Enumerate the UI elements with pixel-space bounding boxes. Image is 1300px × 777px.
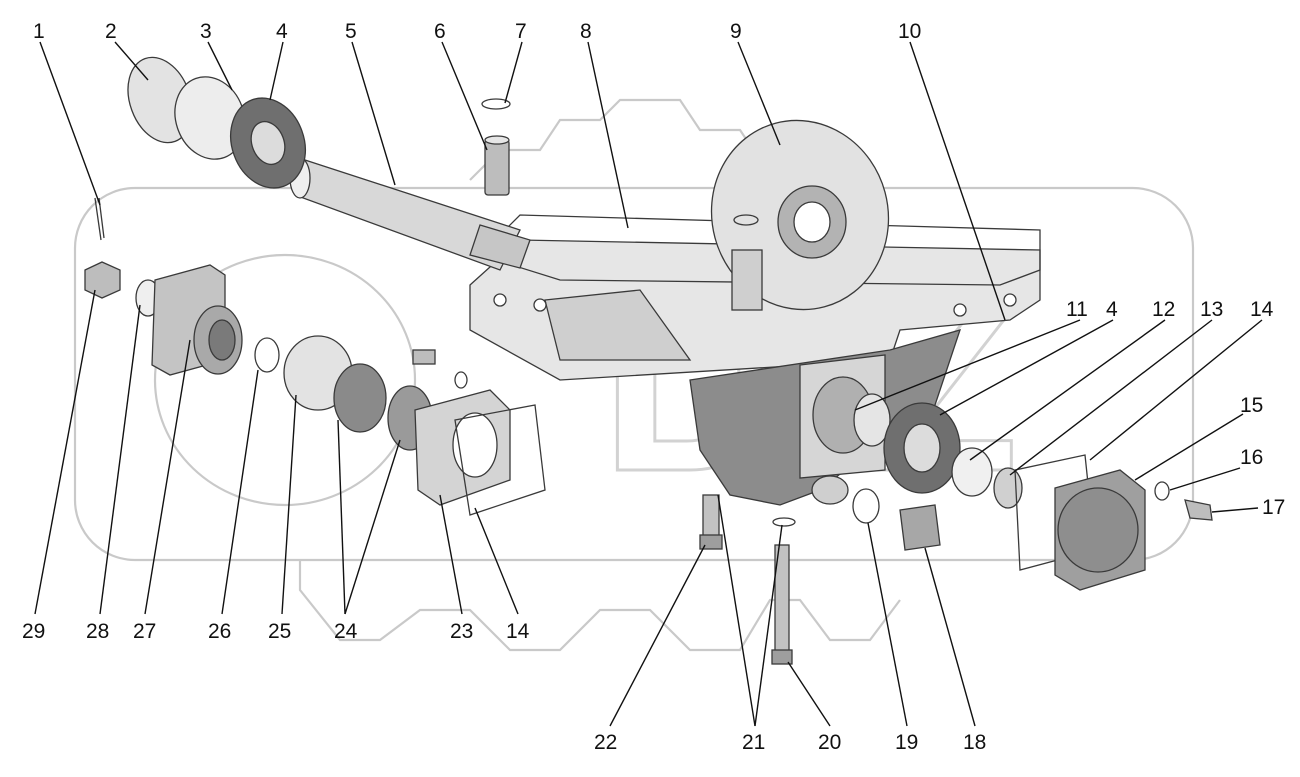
spacer-12 — [951, 447, 993, 497]
bolt-17 — [1184, 499, 1213, 521]
o-ring-26 — [254, 337, 280, 373]
bearing-cover — [710, 119, 890, 311]
roller-bearing-right — [883, 402, 961, 494]
pin — [484, 135, 510, 196]
callout-8: 8 — [580, 20, 592, 43]
drive-flange — [151, 264, 243, 376]
callout-14-top: 14 — [1250, 298, 1274, 321]
splined-shaft — [289, 157, 531, 271]
callout-12: 12 — [1152, 298, 1175, 321]
callout-7: 7 — [515, 20, 527, 43]
roller-bearing-top — [230, 97, 306, 189]
callout-26: 26 — [208, 620, 231, 643]
callout-20: 20 — [818, 731, 841, 754]
gearbox-housing — [469, 239, 1041, 506]
callout-5: 5 — [345, 20, 357, 43]
callout-27: 27 — [133, 620, 156, 643]
callout-labels: 1 2 3 4 5 6 7 8 9 10 11 4 12 13 14 15 16… — [22, 20, 1285, 754]
callout-16: 16 — [1240, 446, 1263, 469]
callout-19: 19 — [895, 731, 918, 754]
callout-25: 25 — [268, 620, 291, 643]
callout-4-right: 4 — [1106, 298, 1118, 321]
washer-21 — [772, 517, 796, 527]
o-ring-small — [481, 98, 511, 110]
callout-23: 23 — [450, 620, 473, 643]
callout-10: 10 — [898, 20, 921, 43]
callout-1: 1 — [33, 20, 45, 43]
callout-24: 24 — [334, 620, 358, 643]
bolt-22 — [702, 494, 720, 541]
long-bolt-20-head — [771, 649, 793, 665]
callout-4-top: 4 — [276, 20, 288, 43]
seal-24a — [333, 363, 387, 433]
small-bolt — [412, 349, 436, 365]
gasket — [478, 214, 1041, 286]
leader-lines — [34, 41, 1263, 727]
callout-14-bottom: 14 — [506, 620, 530, 643]
callout-2: 2 — [105, 20, 117, 43]
callout-15: 15 — [1240, 394, 1263, 417]
small-ring — [454, 371, 468, 389]
callout-29: 29 — [22, 620, 45, 643]
washer-16 — [1154, 481, 1170, 501]
o-ring-19 — [852, 488, 880, 524]
o-ring-cover — [733, 214, 759, 226]
seal-housing-bore — [452, 412, 498, 478]
callout-21: 21 — [742, 731, 765, 754]
callout-9: 9 — [730, 20, 742, 43]
callout-22: 22 — [594, 731, 617, 754]
castle-nut — [84, 261, 121, 299]
callout-18: 18 — [963, 731, 986, 754]
spacer-13 — [993, 467, 1023, 509]
callout-6: 6 — [434, 20, 446, 43]
drain-plug — [899, 504, 941, 551]
callout-13: 13 — [1200, 298, 1223, 321]
callout-17: 17 — [1262, 496, 1285, 519]
end-cover — [1054, 469, 1146, 591]
callout-3: 3 — [200, 20, 212, 43]
callout-11: 11 — [1066, 298, 1088, 321]
gasket-left — [454, 404, 546, 516]
callout-28: 28 — [86, 620, 109, 643]
